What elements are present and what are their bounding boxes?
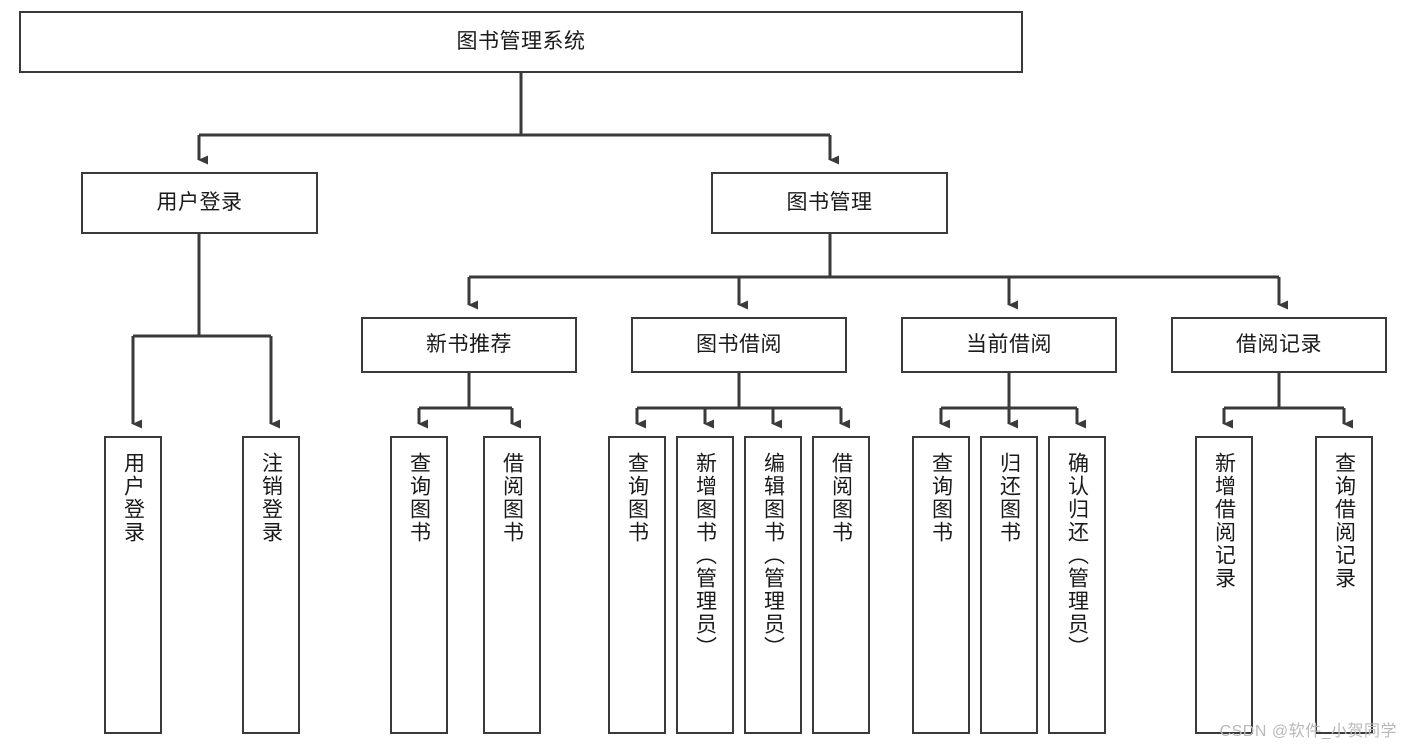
node-label: 用户登录 — [121, 452, 145, 544]
node-label: 确认归还（管理员） — [1065, 452, 1089, 659]
watermark-text: CSDN @软件_小贺同学 — [1219, 723, 1397, 740]
leaf-borrow-record-query-record[interactable]: 查询借阅记录 — [1315, 436, 1373, 734]
node-label: 查询图书 — [625, 452, 649, 544]
node-label: 借阅记录 — [1236, 332, 1322, 356]
leaf-book-borrow-borrow-book[interactable]: 借阅图书 — [812, 436, 870, 734]
node-label: 借阅图书 — [500, 452, 524, 544]
leaf-user-login-login[interactable]: 用户登录 — [104, 436, 162, 734]
leaf-current-borrow-return-book[interactable]: 归还图书 — [980, 436, 1038, 734]
leaf-new-book-query-book[interactable]: 查询图书 — [390, 436, 448, 734]
leaf-book-borrow-edit-book-admin[interactable]: 编辑图书（管理员） — [744, 436, 802, 734]
leaf-borrow-record-add-record[interactable]: 新增借阅记录 — [1195, 436, 1253, 734]
node-user-login[interactable]: 用户登录 — [81, 172, 318, 234]
node-borrow-record[interactable]: 借阅记录 — [1171, 317, 1387, 373]
node-label: 编辑图书（管理员） — [761, 452, 785, 659]
node-current-borrow[interactable]: 当前借阅 — [901, 317, 1117, 373]
node-label: 注销登录 — [259, 452, 283, 544]
node-label: 图书借阅 — [696, 332, 782, 356]
leaf-book-borrow-query-book[interactable]: 查询图书 — [608, 436, 666, 734]
leaf-current-borrow-confirm-return-admin[interactable]: 确认归还（管理员） — [1048, 436, 1106, 734]
node-book-borrow[interactable]: 图书借阅 — [631, 317, 847, 373]
node-label: 新增图书（管理员） — [693, 452, 717, 659]
node-label: 当前借阅 — [966, 332, 1052, 356]
node-label: 查询图书 — [407, 452, 431, 544]
node-label: 新增借阅记录 — [1212, 452, 1236, 590]
node-label: 用户登录 — [156, 190, 243, 214]
node-label: 借阅图书 — [829, 452, 853, 544]
leaf-book-borrow-add-book-admin[interactable]: 新增图书（管理员） — [676, 436, 734, 734]
leaf-new-book-borrow-book[interactable]: 借阅图书 — [483, 436, 541, 734]
node-label: 图书管理 — [786, 190, 873, 214]
node-book-management[interactable]: 图书管理 — [711, 172, 948, 234]
node-label: 图书管理系统 — [456, 29, 586, 53]
node-root-book-management-system[interactable]: 图书管理系统 — [19, 11, 1023, 73]
node-label: 查询图书 — [929, 452, 953, 544]
node-label: 归还图书 — [997, 452, 1021, 544]
leaf-current-borrow-query-book[interactable]: 查询图书 — [912, 436, 970, 734]
node-new-book-recommend[interactable]: 新书推荐 — [361, 317, 577, 373]
leaf-user-login-logout[interactable]: 注销登录 — [242, 436, 300, 734]
node-label: 查询借阅记录 — [1332, 452, 1356, 590]
node-label: 新书推荐 — [426, 332, 512, 356]
